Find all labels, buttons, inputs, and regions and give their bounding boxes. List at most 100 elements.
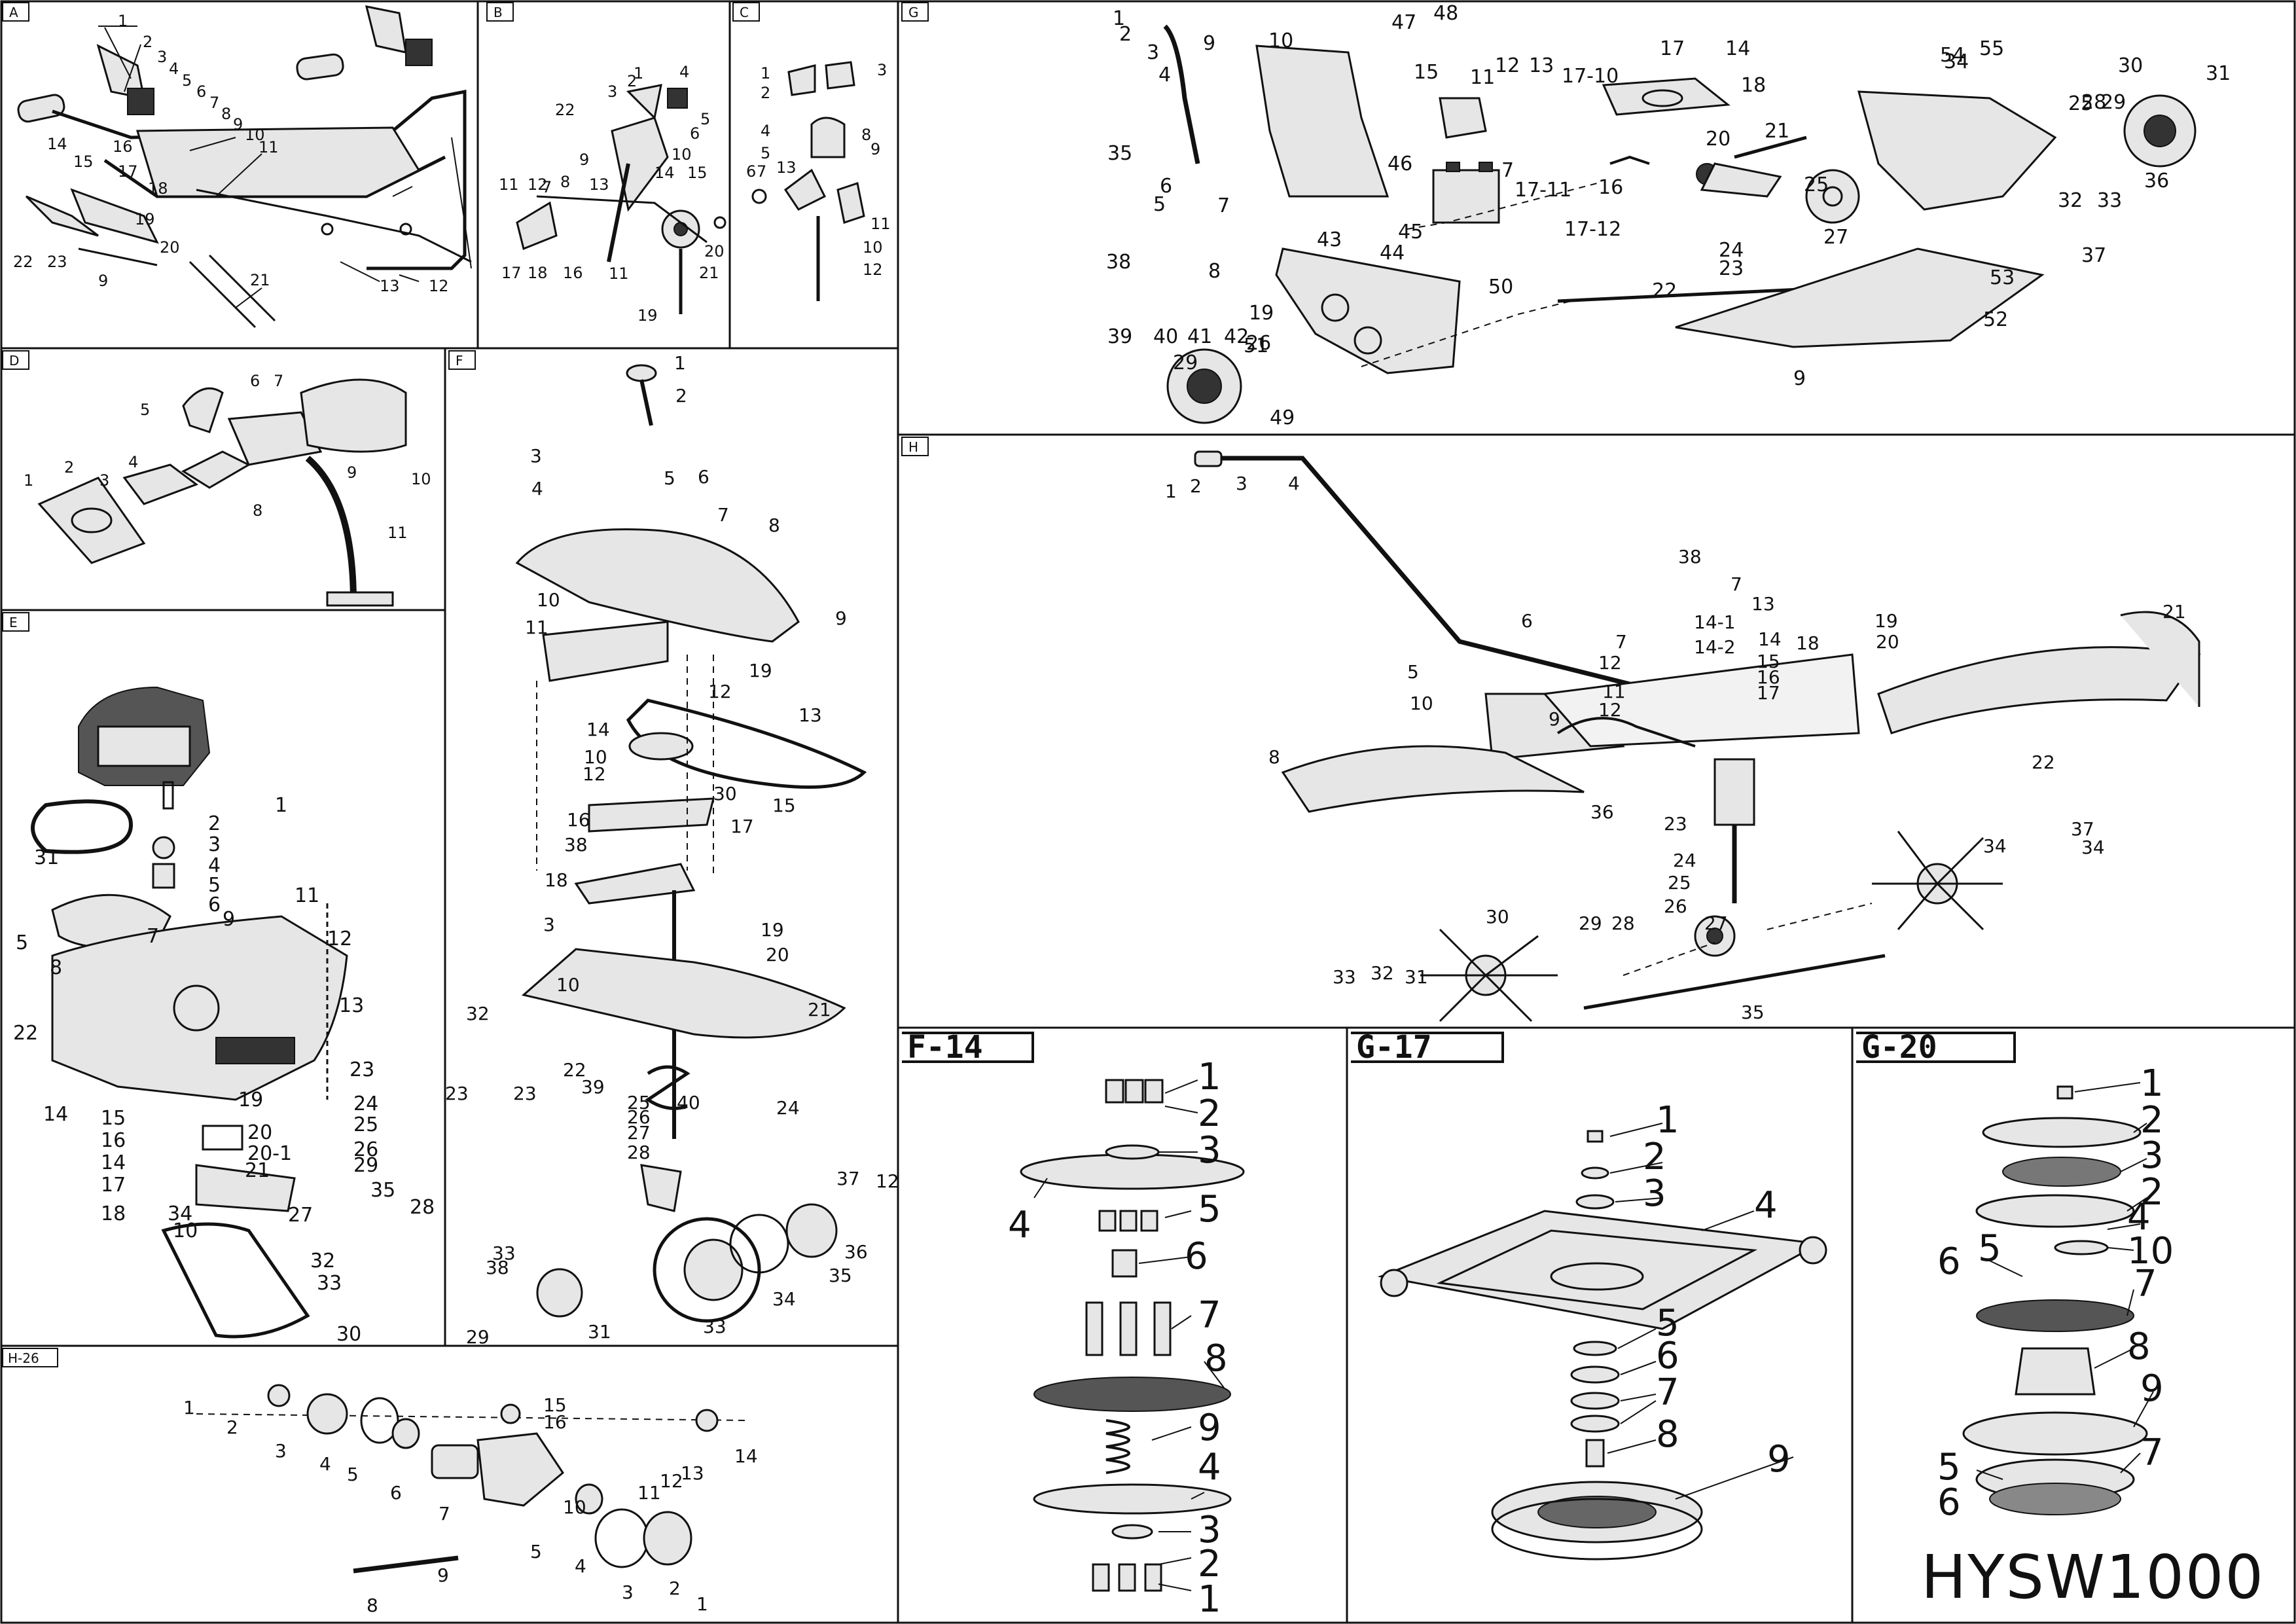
callout-label: 6 — [1185, 1235, 1208, 1278]
callout-label: 37 — [2081, 244, 2106, 267]
callout-label: 7 — [274, 372, 283, 390]
section-tag-g: G — [908, 5, 919, 20]
callout-label: 36 — [2144, 170, 2169, 192]
panel-f-callouts: 1 2 3 3 4 5 6 7 8 9 10 10 10 11 12 12 12… — [445, 352, 899, 1348]
section-tag-g17: G-17 — [1356, 1029, 1432, 1066]
callout-label: 1 — [118, 12, 128, 30]
callout-label: 18 — [528, 264, 548, 282]
callout-label: 25 — [627, 1092, 651, 1113]
callout-label: 3 — [543, 914, 555, 935]
callout-label: 7 — [439, 1503, 450, 1525]
callout-label: 4 — [679, 63, 689, 81]
callout-label: 23 — [445, 1083, 469, 1104]
callout-label: 2 — [208, 812, 221, 835]
callout-label: 9 — [1198, 1407, 1221, 1449]
callout-label: 48 — [1433, 2, 1458, 25]
callout-label: 18 — [101, 1202, 126, 1225]
callout-label: 3 — [530, 445, 542, 467]
callout-label: 38 — [564, 834, 588, 856]
callout-label: 24 — [1719, 239, 1744, 262]
callout-label: 10 — [1410, 693, 1433, 714]
callout-label: 10 — [863, 238, 883, 257]
callout-label: 47 — [1391, 11, 1416, 34]
callout-label: 43 — [1317, 228, 1342, 251]
callout-label: 4 — [208, 854, 221, 877]
callout-label: 2 — [627, 72, 637, 90]
callout-label: 3 — [2140, 1134, 2164, 1177]
callout-label: 4 — [1008, 1204, 1031, 1246]
callout-label: 34 — [772, 1288, 796, 1310]
callout-label: 25 — [1804, 173, 1829, 196]
callout-label: 33 — [703, 1316, 726, 1337]
callout-label: 5 — [182, 71, 192, 90]
callout-label: 5 — [1153, 193, 1166, 216]
callout-label: 1 — [183, 1397, 195, 1418]
callout-label: 18 — [1796, 632, 1820, 654]
callout-label: 52 — [1983, 308, 2008, 331]
callout-label: 32 — [310, 1250, 335, 1272]
callout-label: 10 — [173, 1219, 198, 1242]
callout-label: 2 — [64, 458, 74, 477]
callout-label: 37 — [2071, 818, 2094, 840]
callout-label: 4 — [2127, 1196, 2151, 1238]
callout-label: 7 — [2134, 1263, 2157, 1305]
callout-label: 14 — [1758, 628, 1782, 650]
callout-label: 20 — [1876, 631, 1899, 653]
callout-label: 33 — [492, 1242, 516, 1264]
callout-label: 8 — [221, 105, 231, 123]
callout-label: 21 — [1765, 120, 1789, 143]
callout-label: 27 — [1704, 912, 1728, 934]
callout-label: 40 — [1153, 325, 1178, 348]
callout-label: 19 — [1249, 302, 1274, 325]
callout-label: 16 — [113, 137, 133, 156]
callout-label: 35 — [1107, 142, 1132, 165]
callout-label: 26 — [627, 1106, 651, 1128]
callout-label: 51 — [1244, 334, 1268, 357]
callout-label: 10 — [563, 1496, 586, 1518]
callout-label: 21 — [2162, 601, 2186, 623]
callout-label: 9 — [1203, 32, 1215, 55]
callout-label: 10 — [672, 145, 692, 164]
callout-label: 17 — [1757, 682, 1780, 704]
callout-label: 26 — [353, 1138, 378, 1161]
panel-h26-gearbox — [196, 1384, 747, 1574]
callout-label: 15 — [1414, 61, 1439, 84]
callout-label: 30 — [336, 1323, 361, 1346]
panel-e-callouts: 1 2 3 4 5 5 6 7 8 9 10 11 12 13 14 14 15… — [13, 794, 435, 1346]
section-tags: A B C G D F E H H-26 F-14 G-17 G-20 — [2, 2, 2016, 1367]
callout-label: 8 — [2127, 1326, 2151, 1368]
callout-label: 25 — [1668, 872, 1691, 893]
callout-label: 27 — [288, 1204, 313, 1227]
callout-label: 12 — [708, 681, 732, 702]
callout-label: 9 — [870, 140, 880, 158]
callout-label: 23 — [47, 253, 67, 271]
panel-b-callouts: 1 2 3 4 5 6 7 8 9 10 11 11 12 13 14 15 1… — [499, 63, 725, 325]
callout-label: 17-11 — [1515, 179, 1571, 202]
callout-label: 1 — [674, 352, 686, 374]
callout-label: 6 — [746, 162, 756, 181]
callout-label: 5 — [1656, 1302, 1679, 1344]
callout-label: 28 — [410, 1196, 435, 1219]
callout-label: 6 — [390, 1482, 402, 1504]
section-tag-b: B — [493, 5, 503, 20]
callout-label: 45 — [1398, 221, 1423, 244]
callout-label: 9 — [223, 908, 235, 931]
callout-label: 29 — [1173, 352, 1198, 374]
callout-label: 6 — [1937, 1481, 1961, 1524]
callout-label: 12 — [528, 175, 548, 194]
callout-label: 13 — [776, 158, 797, 177]
callout-label: 11 — [295, 884, 319, 907]
callout-label: 8 — [1268, 746, 1280, 768]
callout-label: 10 — [556, 974, 580, 996]
callout-label: 14 — [43, 1103, 68, 1126]
callout-label: 11 — [525, 617, 548, 638]
callout-label: 27 — [1823, 226, 1848, 249]
callout-label: 15 — [101, 1107, 126, 1130]
callout-label: 5 — [1407, 661, 1419, 683]
panel-g17-tensioner — [1377, 1123, 1827, 1561]
callout-label: 12 — [876, 1170, 899, 1192]
panel-d-control-box — [37, 378, 407, 607]
callout-label: 4 — [128, 453, 138, 471]
callout-label: 10 — [537, 589, 560, 611]
callout-label: 15 — [73, 153, 94, 171]
